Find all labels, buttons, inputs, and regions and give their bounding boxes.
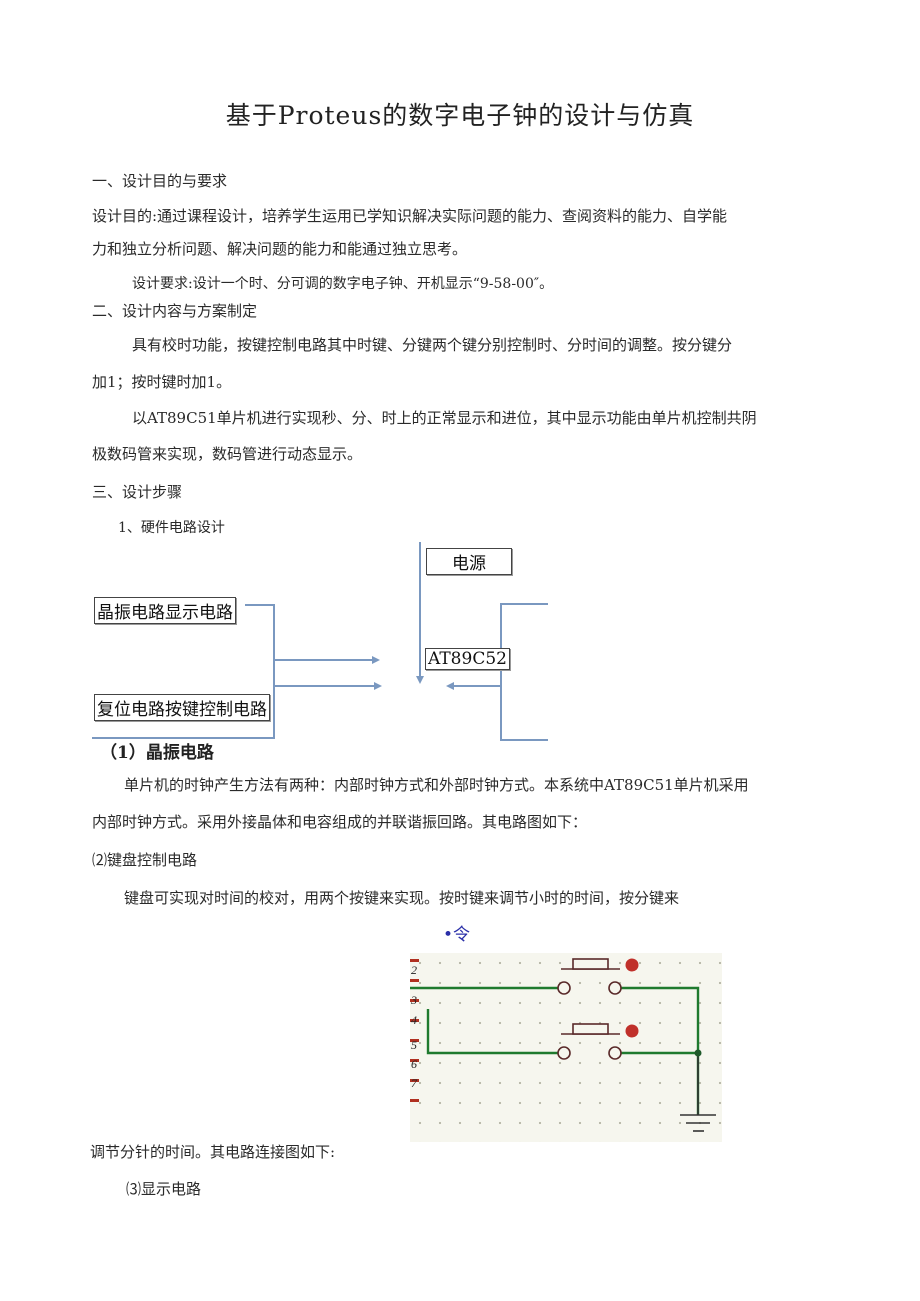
purpose-line-1: 设计目的:通过课程设计，培养学生运用已学知识解决实际问题的能力、查阅资料的能力、… <box>92 207 728 225</box>
keyboard-circuit-image: 2 3 4 5 6 7 <box>410 953 722 1142</box>
display-circuit-heading: ⑶显示电路 <box>126 1180 202 1198</box>
crystal-display-block: 晶振电路显示电路 <box>94 597 236 624</box>
block-diagram-lines <box>92 542 548 741</box>
pin-number: 6 <box>411 1057 417 1071</box>
keyboard-circuit-schematic: 2 3 4 5 6 7 <box>410 958 716 1132</box>
section-1-heading: 一、设计目的与要求 <box>92 172 228 190</box>
content-para-2-line-2: 极数码管来实现，数码管进行动态显示。 <box>92 445 363 463</box>
purpose-line-2: 力和独立分析问题、解决问题的能力和能通过独立思考。 <box>92 240 468 258</box>
mcu-block: AT89C52 <box>425 648 510 670</box>
document-title: 基于Proteus的数字电子钟的设计与仿真 <box>225 101 695 130</box>
pin-number: 3 <box>410 993 417 1007</box>
step-1-heading: 1、硬件电路设计 <box>118 520 225 536</box>
crystal-text-line-2: 内部时钟方式。采用外接晶体和电容组成的并联谐振回路。其电路图如下： <box>92 813 588 831</box>
content-para-1-line-1: 具有校时功能，按键控制电路其中时键、分键两个键分别控制时、分时间的调整。按分键分 <box>132 336 733 354</box>
power-block: 电源 <box>426 548 512 575</box>
keyboard-text-line-1: 键盘可实现对时间的校对，用两个按键来实现。按时键来调节小时的时间，按分键来 <box>124 889 680 907</box>
content-para-2-line-1: 以AT89C51单片机进行实现秒、分、时上的正常显示和进位，其中显示功能由单片机… <box>132 409 757 427</box>
section-3-heading: 三、设计步骤 <box>92 483 183 501</box>
pin-number: 4 <box>411 1013 417 1027</box>
keyboard-text-line-2: 调节分针的时间。其电路连接图如下: <box>90 1143 336 1161</box>
crystal-text-line-1: 单片机的时钟产生方法有两种：内部时钟方式和外部时钟方式。本系统中AT89C51单… <box>124 776 749 794</box>
section-2-heading: 二、设计内容与方案制定 <box>92 302 258 320</box>
content-para-1-line-2: 加1；按时键时加1。 <box>92 373 232 391</box>
pin-number: 2 <box>411 963 417 977</box>
keyboard-circuit-heading: ⑵键盘控制电路 <box>92 851 198 869</box>
pin-number: 7 <box>411 1076 418 1090</box>
circuit-mark: •令 <box>443 925 471 945</box>
pin-number: 5 <box>411 1038 417 1052</box>
reset-keys-block: 复位电路按键控制电路 <box>94 694 270 721</box>
crystal-circuit-heading: （1）晶振电路 <box>100 743 214 763</box>
requirement-text: 设计要求:设计一个时、分可调的数字电子钟、开机显示“9-58-00″。 <box>132 276 554 292</box>
